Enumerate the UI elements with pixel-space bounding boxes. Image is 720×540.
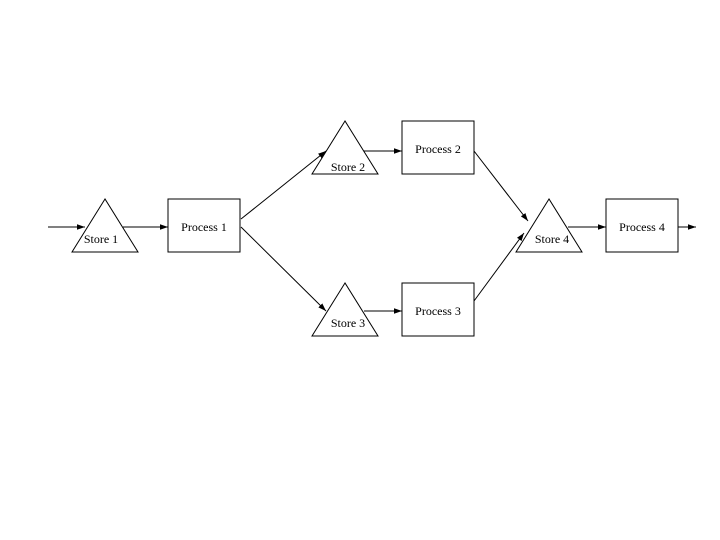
store-4-label: Store 4	[535, 232, 569, 246]
process-1-label: Process 1	[181, 220, 227, 234]
store-4-node: Store 4	[515, 198, 583, 253]
process-3-box	[401, 282, 475, 337]
process-3-label: Process 3	[415, 304, 461, 318]
nodes: Store 1 Process 1 Store 2 Process 2 Stor…	[71, 120, 679, 337]
process-4-box	[605, 198, 679, 253]
store-1-node: Store 1	[71, 198, 139, 253]
store-4-triangle	[515, 198, 583, 253]
edges	[48, 148, 696, 314]
process-4-label: Process 4	[619, 220, 665, 234]
process-2-label: Process 2	[415, 142, 461, 156]
process-1-box	[167, 198, 241, 253]
process-2-box	[401, 120, 475, 175]
store-3-node: Store 3	[311, 282, 379, 337]
process-3-node: Process 3	[401, 282, 475, 337]
store-2-label: Store 2	[331, 160, 365, 174]
process-2-node: Process 2	[401, 120, 475, 175]
process-1-node: Process 1	[167, 198, 241, 253]
edge-process-3-to-store-4	[473, 232, 525, 302]
store-1-label: Store 1	[84, 232, 118, 246]
process-4-node: Process 4	[605, 198, 679, 253]
store-3-triangle	[311, 282, 379, 337]
edge-process-1-to-store-2	[240, 150, 327, 220]
store-2-triangle	[311, 120, 379, 175]
store-3-label: Store 3	[331, 316, 365, 330]
edge-process-1-to-store-3	[240, 226, 327, 312]
store-2-node: Store 2	[311, 120, 379, 175]
store-1-triangle	[71, 198, 139, 253]
edge-process-2-to-store-4	[473, 150, 529, 222]
